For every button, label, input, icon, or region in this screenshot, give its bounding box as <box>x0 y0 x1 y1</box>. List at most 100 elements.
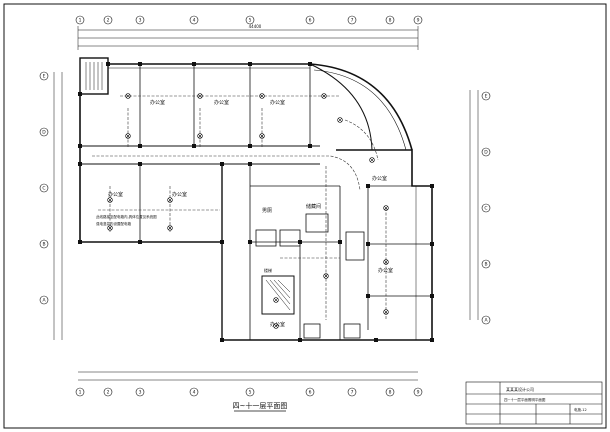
column <box>78 162 82 166</box>
column <box>192 62 196 66</box>
column <box>138 240 142 244</box>
column <box>308 144 312 148</box>
svg-text:3: 3 <box>139 390 142 396</box>
structural-columns <box>78 62 434 342</box>
left-axis-bubble: E <box>39 71 49 81</box>
light-fixture <box>323 273 329 279</box>
svg-text:7: 7 <box>351 390 354 396</box>
room-label: 办公室 <box>378 267 393 274</box>
light-fixture <box>321 93 327 99</box>
svg-text:E: E <box>485 94 488 100</box>
column <box>248 240 252 244</box>
svg-text:8: 8 <box>389 390 392 396</box>
right-axis-bubble: E <box>481 91 491 101</box>
column <box>298 338 302 342</box>
light-fixtures <box>107 93 389 329</box>
column <box>248 62 252 66</box>
room-label: 办公室 <box>108 191 123 198</box>
light-fixture <box>259 133 265 139</box>
column <box>138 162 142 166</box>
light-fixture <box>107 197 113 203</box>
right-axis-bubble: D <box>481 147 491 157</box>
column <box>338 240 342 244</box>
svg-text:8: 8 <box>389 18 392 24</box>
light-fixture <box>273 323 279 329</box>
top-axis-bubble: 9 <box>413 15 423 25</box>
right-axis-bubble: B <box>481 259 491 269</box>
column <box>106 62 110 66</box>
svg-text:6: 6 <box>309 18 312 24</box>
title-block <box>465 381 603 425</box>
bottom-axis-bubble: 9 <box>413 387 423 397</box>
svg-text:9: 9 <box>417 390 420 396</box>
svg-text:B: B <box>484 262 487 268</box>
svg-text:6: 6 <box>309 390 312 396</box>
top-axis-bubble: 2 <box>103 15 113 25</box>
left-axis-bubble: D <box>39 127 49 137</box>
left-axis-bubble: B <box>39 239 49 249</box>
right-axis-bubble: C <box>481 203 491 213</box>
wiring-note-2: 强电竖井内设置配电箱 <box>96 221 131 226</box>
column <box>366 242 370 246</box>
title-block-drawing-no: 电施-12 <box>574 407 587 412</box>
wiring-note-1: 此线路接至配电箱内,具体位置见系统图 <box>96 214 157 219</box>
svg-text:5: 5 <box>249 18 252 24</box>
svg-text:2: 2 <box>107 390 110 396</box>
column <box>366 294 370 298</box>
right-axis-bubbles: E D C B A <box>481 91 491 325</box>
svg-text:4: 4 <box>193 390 196 396</box>
wiring-routes <box>92 95 387 320</box>
bottom-axis-bubble: 3 <box>135 387 145 397</box>
title-block-project: 某某某设计公司 <box>506 386 534 392</box>
top-axis-bubble: 6 <box>305 15 315 25</box>
light-fixture <box>273 297 279 303</box>
room-label: 办公室 <box>150 99 165 106</box>
drawing-title: 四~十一层平面图 <box>233 401 288 410</box>
light-fixture <box>259 93 265 99</box>
svg-text:9: 9 <box>417 18 420 24</box>
column <box>308 62 312 66</box>
storage-label: 储藏间 <box>306 203 321 210</box>
column <box>248 144 252 148</box>
top-axis-bubble: 3 <box>135 15 145 25</box>
stair-label: 楼梯 <box>264 267 272 273</box>
column <box>220 338 224 342</box>
light-fixture <box>197 133 203 139</box>
column <box>430 184 434 188</box>
room-label: 办公室 <box>372 175 387 182</box>
light-fixture <box>125 133 131 139</box>
column <box>78 240 82 244</box>
column <box>192 144 196 148</box>
svg-text:1: 1 <box>79 18 82 24</box>
column <box>220 240 224 244</box>
svg-text:D: D <box>484 150 488 156</box>
top-axis-bubble: 4 <box>189 15 199 25</box>
top-axis-bubble: 1 <box>75 15 85 25</box>
svg-text:B: B <box>42 242 45 248</box>
column <box>430 294 434 298</box>
drawing-frame <box>3 3 607 429</box>
column <box>78 92 82 96</box>
column <box>366 184 370 188</box>
room-label: 办公室 <box>270 321 285 328</box>
side-dimension-lines <box>53 72 479 340</box>
svg-text:C: C <box>42 186 45 192</box>
bottom-axis-bubble: 7 <box>347 387 357 397</box>
svg-text:C: C <box>484 206 487 212</box>
light-fixture <box>167 197 173 203</box>
light-fixture <box>369 157 375 163</box>
svg-text:A: A <box>484 318 488 324</box>
light-fixture <box>383 205 389 211</box>
svg-text:7: 7 <box>351 18 354 24</box>
column <box>248 162 252 166</box>
room-label: 办公室 <box>172 191 187 198</box>
column <box>430 242 434 246</box>
column <box>138 144 142 148</box>
svg-text:5: 5 <box>249 390 252 396</box>
top-dimension-lines <box>77 26 419 50</box>
right-axis-bubble: A <box>481 315 491 325</box>
light-fixture <box>337 117 343 123</box>
wc-label: 男厕 <box>262 208 272 214</box>
